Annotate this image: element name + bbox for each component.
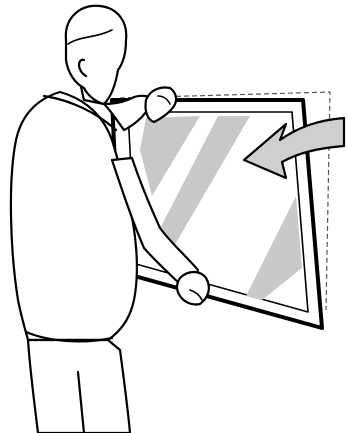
- man-head: [66, 6, 126, 104]
- man-lower-hand: [177, 272, 209, 305]
